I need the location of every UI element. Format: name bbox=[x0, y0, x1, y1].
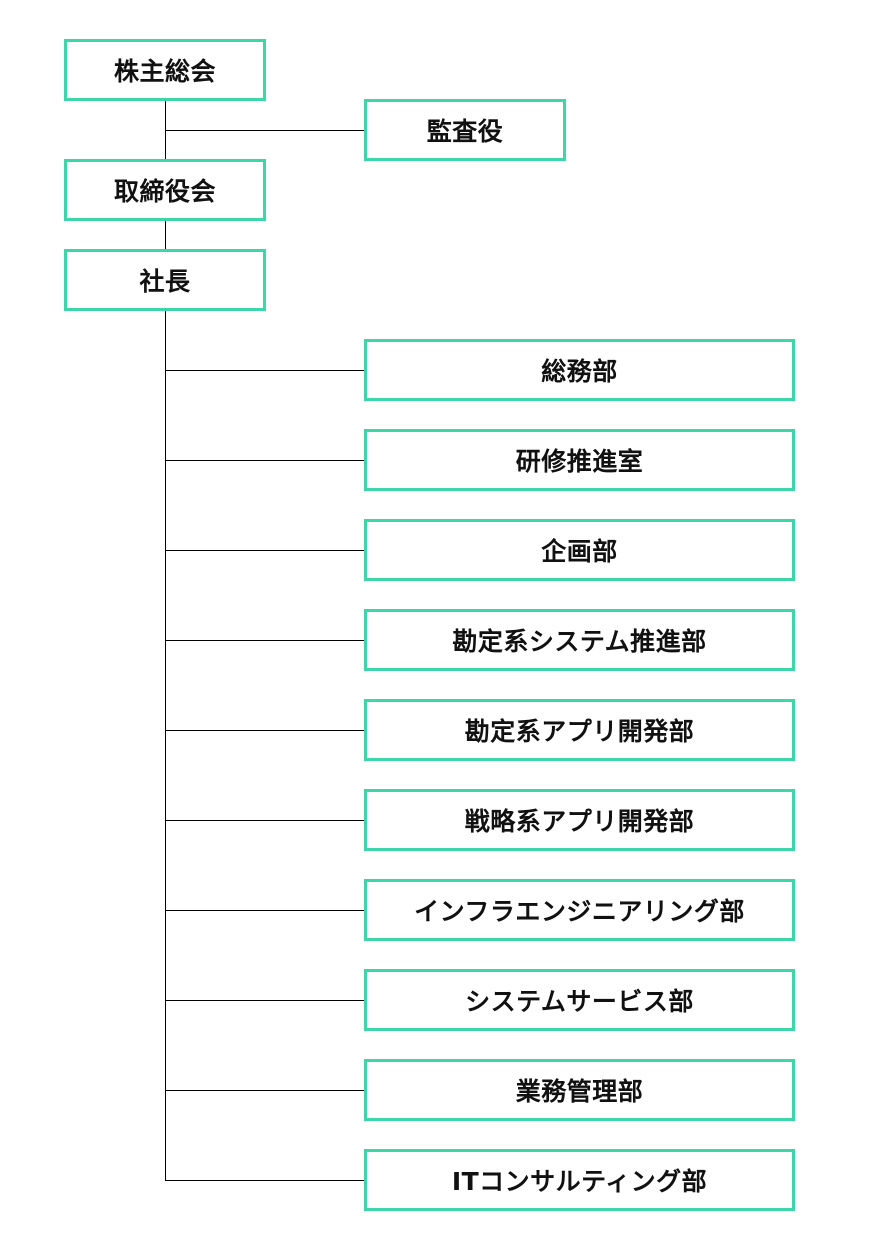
connector-dept bbox=[165, 820, 365, 821]
node-department: 業務管理部 bbox=[364, 1059, 795, 1121]
connector-dept bbox=[165, 1000, 365, 1001]
connector-president-trunk bbox=[165, 309, 166, 1181]
connector-auditor bbox=[165, 130, 365, 131]
connector-dept bbox=[165, 1090, 365, 1091]
node-department: 戦略系アプリ開発部 bbox=[364, 789, 795, 851]
connector-board-president bbox=[165, 219, 166, 252]
connector-dept bbox=[165, 550, 365, 551]
connector-dept bbox=[165, 460, 365, 461]
node-department: 勘定系アプリ開発部 bbox=[364, 699, 795, 761]
node-department: 企画部 bbox=[364, 519, 795, 581]
connector-dept bbox=[165, 1180, 365, 1181]
connector-dept bbox=[165, 910, 365, 911]
node-president: 社長 bbox=[64, 249, 266, 311]
node-auditor: 監査役 bbox=[364, 99, 566, 161]
node-department: 総務部 bbox=[364, 339, 795, 401]
node-board: 取締役会 bbox=[64, 159, 266, 221]
node-department: ITコンサルティング部 bbox=[364, 1149, 795, 1211]
connector-dept bbox=[165, 640, 365, 641]
node-department: システムサービス部 bbox=[364, 969, 795, 1031]
node-shareholders-meeting: 株主総会 bbox=[64, 39, 266, 101]
node-department: 研修推進室 bbox=[364, 429, 795, 491]
connector-dept bbox=[165, 370, 365, 371]
node-department: インフラエンジニアリング部 bbox=[364, 879, 795, 941]
node-department: 勘定系システム推進部 bbox=[364, 609, 795, 671]
connector-dept bbox=[165, 730, 365, 731]
